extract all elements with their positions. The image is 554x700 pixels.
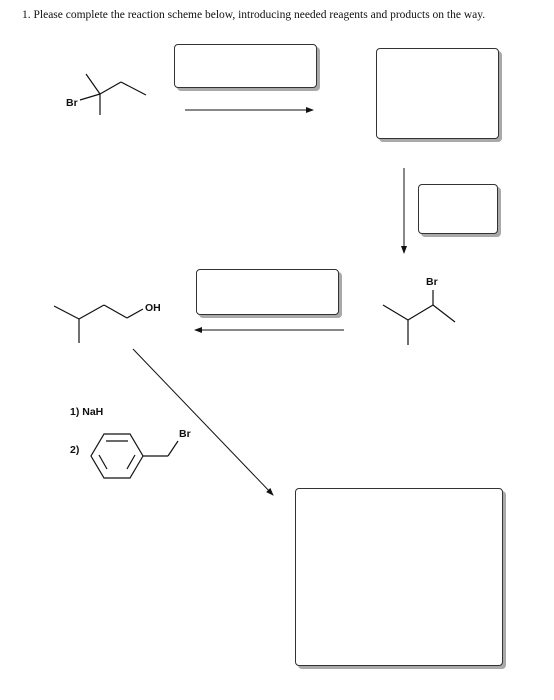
reagent-box-1[interactable] xyxy=(174,44,317,88)
product-box-final[interactable] xyxy=(295,488,503,666)
atom-br-mid: Br xyxy=(426,276,438,288)
atom-br-benzyl: Br xyxy=(179,428,191,440)
reagent-box-3[interactable] xyxy=(196,269,339,315)
atom-br-start: Br xyxy=(66,97,78,109)
reagent-box-2[interactable] xyxy=(418,184,498,234)
bromide-start-molecule xyxy=(79,73,147,115)
alcohol-molecule xyxy=(53,304,144,343)
arrow-step-4 xyxy=(132,348,274,496)
atom-oh: OH xyxy=(145,302,161,314)
question-text: 1. Please complete the reaction scheme b… xyxy=(22,9,486,21)
product-box-1[interactable] xyxy=(376,48,499,139)
reagent-step-2: 2) xyxy=(70,444,80,456)
bromide-mid-molecule xyxy=(382,290,456,345)
reagent-step-1: 1) NaH xyxy=(70,406,104,418)
benzyl-bromide-molecule xyxy=(90,433,179,479)
